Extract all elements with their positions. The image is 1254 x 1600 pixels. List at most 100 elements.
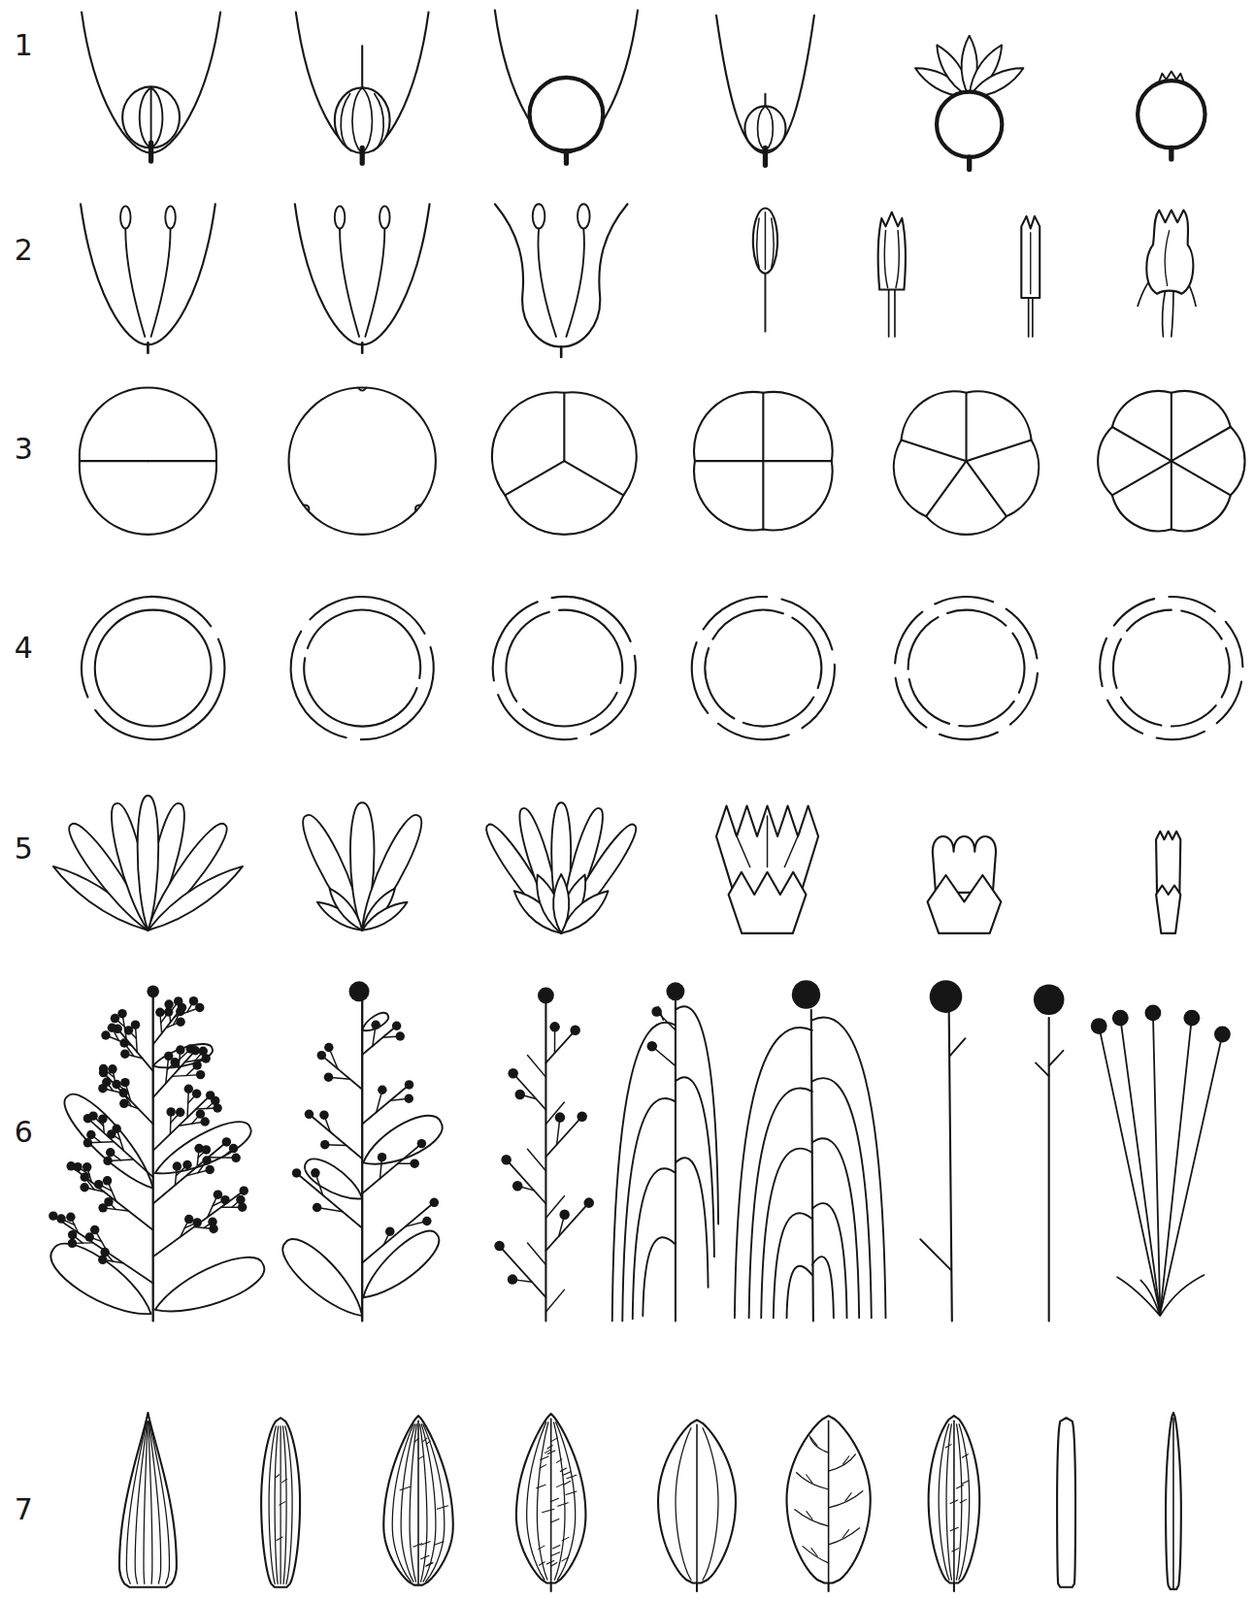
flower-head-dot	[103, 1197, 113, 1207]
cross-vein	[950, 1500, 958, 1504]
leaf-outline	[1165, 1413, 1182, 1590]
petiole	[953, 1584, 956, 1592]
drooping-leaf	[773, 1213, 813, 1319]
flower-head-dot	[100, 1030, 110, 1040]
cross-vein	[546, 1560, 555, 1564]
leaf-vein	[423, 1424, 445, 1583]
ovary-section	[79, 387, 217, 534]
twig	[545, 1289, 564, 1313]
pedicel	[1168, 147, 1174, 160]
style	[361, 45, 363, 88]
capsule	[122, 86, 180, 148]
drooping-leaf	[642, 1237, 676, 1317]
scape	[1153, 1013, 1160, 1315]
capsule	[334, 87, 391, 153]
leaf-vein	[828, 1491, 863, 1509]
cross-vein	[426, 1562, 432, 1566]
flower-head-dot	[110, 1014, 120, 1023]
leaf-vein	[811, 1438, 818, 1447]
capsule	[744, 105, 786, 151]
branch	[545, 1117, 582, 1157]
leaf-vein	[828, 1528, 860, 1546]
stem	[152, 997, 155, 1321]
flower-head-dot	[182, 1160, 192, 1170]
anther	[532, 203, 546, 229]
leaf-vein	[536, 1422, 548, 1581]
row-number: 1	[14, 28, 33, 64]
flower-head-dot	[507, 1274, 519, 1286]
whorl-ring	[81, 596, 225, 740]
leaf-vein	[400, 1424, 416, 1583]
flower-head-dot	[67, 1230, 77, 1240]
cross-vein	[421, 1542, 431, 1546]
cross-vein	[538, 1562, 545, 1566]
cross-vein	[545, 1450, 552, 1453]
septum	[1171, 461, 1231, 495]
flower-head-dot	[312, 1203, 322, 1213]
leaf-outline	[383, 1416, 453, 1586]
whorl-ring	[493, 596, 636, 740]
cross-vein	[426, 1563, 433, 1567]
branch	[53, 1216, 154, 1284]
leaf-vein	[553, 1422, 564, 1581]
branch	[153, 1095, 211, 1152]
perianth-tube	[927, 875, 1002, 934]
perianth-cup	[495, 10, 638, 154]
drooping-leaf	[812, 1203, 848, 1319]
stub	[1049, 1051, 1064, 1067]
cross-vein	[561, 1537, 569, 1541]
cross-vein	[399, 1486, 410, 1490]
whorl-ring	[692, 596, 835, 740]
flower-head-dot	[317, 1051, 327, 1060]
branch	[506, 1159, 547, 1204]
petal	[50, 1244, 151, 1315]
leaf-vein	[675, 1428, 692, 1581]
leaf-vein	[828, 1454, 857, 1472]
flower-head-dot	[184, 1215, 194, 1224]
flower-head-dot	[377, 1086, 387, 1095]
flower-head-dot	[102, 1176, 112, 1186]
septum	[901, 439, 967, 462]
whorl-ring	[505, 610, 623, 727]
leaf-vein	[806, 1475, 813, 1484]
whorl-ring	[704, 610, 822, 727]
line-art	[758, 105, 774, 151]
leaf-outline	[928, 1416, 981, 1584]
ovary-section	[289, 387, 436, 534]
cross-vein	[557, 1459, 562, 1463]
line-art	[757, 212, 774, 270]
leaf-vein	[802, 1547, 829, 1564]
anther	[577, 203, 591, 229]
filament	[364, 230, 385, 337]
flower-head-dot	[99, 1064, 108, 1074]
flower-head-dot	[173, 996, 183, 1006]
anther	[379, 205, 391, 229]
style	[763, 94, 766, 107]
septum	[761, 393, 764, 462]
flower-head-dot	[146, 986, 160, 999]
flower-head-dot	[1112, 1010, 1129, 1027]
petal	[147, 866, 243, 931]
flower-head-dot	[349, 981, 370, 1002]
drooping-leaf	[812, 1256, 834, 1319]
leaf-vein	[845, 1493, 852, 1502]
cross-vein	[551, 1563, 558, 1567]
ovary-section	[492, 392, 637, 535]
septum	[761, 461, 764, 529]
row-number: 7	[14, 1492, 33, 1528]
plate-drawing	[48, 10, 1245, 1592]
branch	[545, 1030, 575, 1064]
whorl-ring	[291, 596, 434, 740]
septum	[925, 461, 966, 517]
petal	[553, 874, 569, 934]
line-art	[1029, 232, 1031, 295]
drooping-leaf	[632, 1168, 676, 1320]
flower-head-dot	[549, 1022, 561, 1033]
drooping-leaf	[612, 1023, 676, 1322]
flower-head-dot	[555, 1112, 566, 1123]
flower-head-dot	[396, 1031, 405, 1041]
cross-vein	[950, 1527, 958, 1531]
perianth-cup	[296, 12, 429, 154]
flower-head-dot	[199, 1117, 209, 1126]
flower-head-dot	[165, 1107, 175, 1117]
